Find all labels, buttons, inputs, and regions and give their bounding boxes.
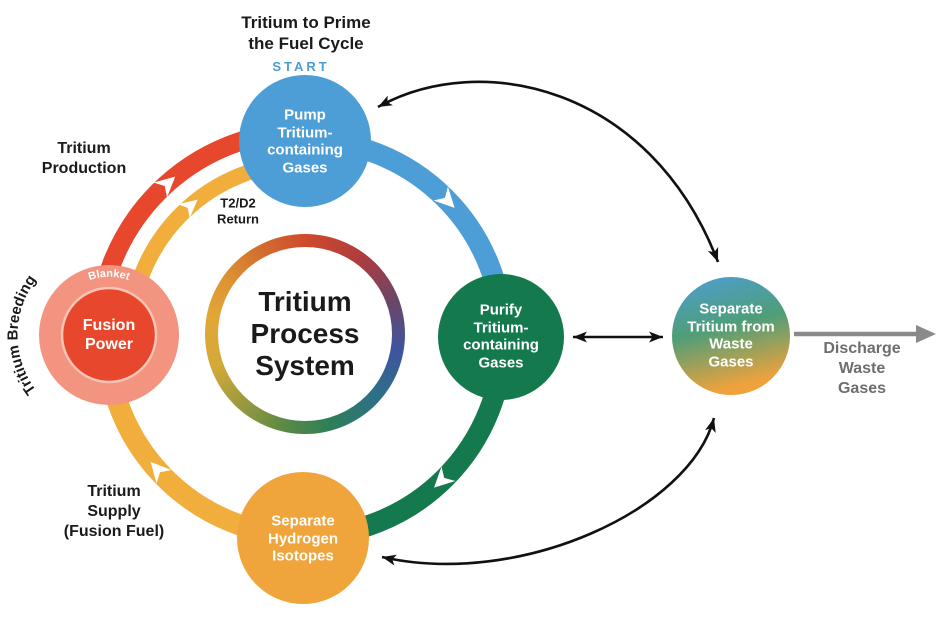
fusion-node-circle xyxy=(60,286,158,384)
chevron-return-icon xyxy=(178,199,198,219)
fusion-node-label: Fusion Power xyxy=(82,317,136,353)
pump-node-circle xyxy=(239,75,371,207)
blanket-curved-label: Blanket xyxy=(87,268,132,283)
center-title: Tritium Process System xyxy=(250,286,360,381)
chevron-yellow-icon xyxy=(150,461,172,484)
t2d2-return-label: T2/D2 Return xyxy=(217,195,259,226)
discharge-arrow xyxy=(794,325,936,343)
connector-arrowheads xyxy=(378,95,719,566)
discharge-waste-gases-label: Discharge Waste Gases xyxy=(823,340,901,397)
separate-hydrogen-node-label: Separate Hydrogen Isotopes xyxy=(267,512,339,565)
connector-arrows xyxy=(377,80,720,566)
arrow-hydrogen-waste xyxy=(381,417,716,566)
separate-tritium-node-circle xyxy=(672,277,790,395)
flow-chevrons xyxy=(150,176,456,488)
top-heading: Tritium to Prime the Fuel Cycle xyxy=(241,12,371,53)
start-label: START xyxy=(272,58,330,74)
chevron-green-icon xyxy=(434,466,456,488)
purify-node-label: Purify Tritium- containing Gases xyxy=(463,301,539,372)
tritium-breeding-curved-label: Tritium Breeding xyxy=(5,272,40,398)
arrow-pump-waste xyxy=(377,80,720,263)
center-ring-hole xyxy=(218,247,392,421)
purify-node-circle xyxy=(438,274,564,400)
tritium-production-label: Tritium Production xyxy=(41,140,127,177)
process-nodes xyxy=(39,75,790,604)
tritium-supply-label: Tritium Supply (Fusion Fuel) xyxy=(63,483,165,540)
chevron-blue-icon xyxy=(433,186,455,208)
chevron-red-icon xyxy=(153,176,176,198)
separate-hydrogen-node-circle xyxy=(237,472,369,604)
pump-node-label: Pump Tritium- containing Gases xyxy=(267,106,343,177)
separate-tritium-node-label: Separate Tritium from Waste Gases xyxy=(687,300,775,371)
